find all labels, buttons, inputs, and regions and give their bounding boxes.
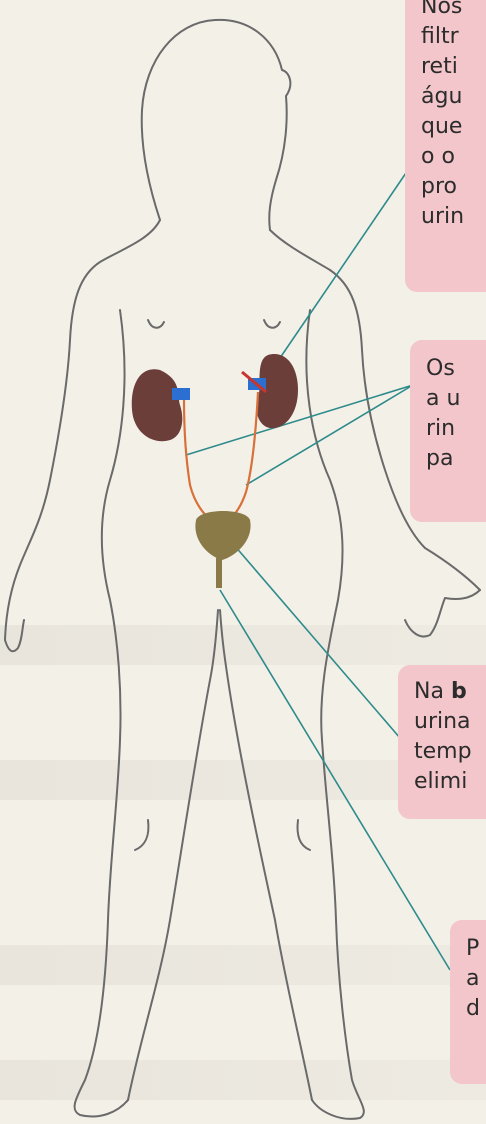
caption-line: águ	[421, 82, 486, 112]
caption-bold-term: b	[451, 679, 467, 704]
caption-lead: Na	[414, 679, 451, 704]
urinary-system	[132, 354, 298, 588]
caption-line: filtr	[421, 22, 486, 52]
caption-line: pa	[426, 444, 486, 474]
caption-line: urina	[414, 707, 486, 737]
caption-line: rin	[426, 414, 486, 444]
caption-line: que	[421, 112, 486, 142]
urethra-caption-box: P a d	[450, 920, 486, 1084]
caption-line: o o	[421, 142, 486, 172]
caption-line: a	[466, 964, 486, 994]
kidney-caption-box: Nos filtr reti águ que o o pro urin	[405, 0, 486, 292]
caption-line: urin	[421, 202, 486, 232]
bladder-caption-box: Na b urina temp elimi	[398, 665, 486, 819]
caption-line: d	[466, 994, 486, 1024]
right-ureter	[226, 392, 258, 522]
caption-line: pro	[421, 172, 486, 202]
caption-line: reti	[421, 52, 486, 82]
left-kidney	[132, 369, 183, 441]
left-renal-vessels	[172, 388, 190, 400]
caption-line: P	[466, 934, 486, 964]
urethra	[216, 558, 222, 588]
caption-line: elimi	[414, 767, 486, 797]
bladder	[195, 511, 250, 560]
caption-line-first: Na b	[414, 677, 486, 707]
caption-line: Os	[426, 354, 486, 384]
caption-line: Nos	[421, 0, 486, 22]
caption-line: a u	[426, 384, 486, 414]
left-ureter	[184, 400, 212, 522]
caption-line: temp	[414, 737, 486, 767]
ureter-caption-box: Os a u rin pa	[410, 340, 486, 522]
